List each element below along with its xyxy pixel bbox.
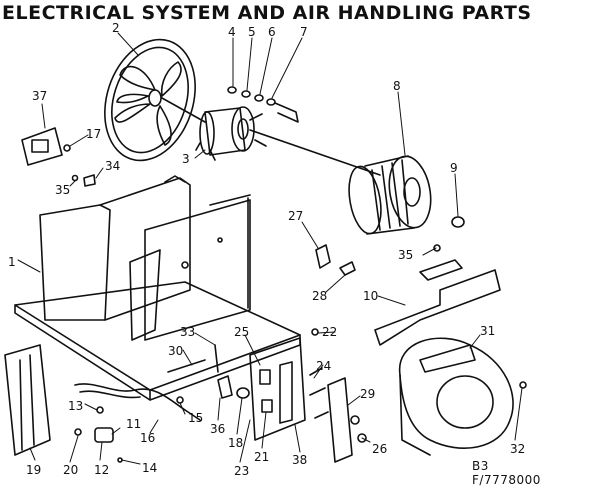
reference-number: F/7778000 [472, 473, 541, 487]
callout-label: 29 [360, 387, 375, 401]
fan-blade-part [104, 38, 196, 162]
callout-label: 19 [26, 463, 41, 477]
callout-label: 32 [510, 442, 525, 456]
callout-label: 20 [63, 463, 78, 477]
chassis-base-part [14, 175, 301, 401]
screw-part [519, 381, 527, 389]
callout-label: 14 [142, 461, 157, 475]
callout-label: 34 [105, 159, 120, 173]
callout-label: 28 [312, 289, 327, 303]
callout-label: 22 [322, 325, 337, 339]
callout-label: 26 [372, 442, 387, 456]
callout-label: 35 [398, 248, 413, 262]
scroll-plate-part [374, 259, 501, 346]
callout-label: 10 [363, 289, 378, 303]
callout-label: 7 [300, 25, 308, 39]
leader-lines [17, 32, 523, 465]
callout-label: 13 [68, 399, 83, 413]
callout-label: 16 [140, 431, 155, 445]
callout-label: 1 [8, 255, 16, 269]
nut-part [451, 216, 465, 228]
callout-label: 6 [268, 25, 276, 39]
callout-label: 37 [32, 89, 47, 103]
callout-label: 36 [210, 422, 225, 436]
callout-label: 15 [188, 411, 203, 425]
callout-label: 8 [393, 79, 401, 93]
side-bracket-part [327, 377, 367, 463]
callout-label: 12 [94, 463, 109, 477]
control-panel-part [167, 337, 329, 441]
blower-housing-part [399, 337, 514, 456]
washers-and-nuts [227, 86, 299, 123]
motor-part [161, 97, 381, 176]
blower-wheel-part [348, 155, 432, 235]
callout-label: 4 [228, 25, 236, 39]
callout-label: 9 [450, 161, 458, 175]
diagram-title: ELECTRICAL SYSTEM AND AIR HANDLING PARTS [2, 2, 532, 24]
callout-label: 17 [86, 127, 101, 141]
callout-label: 24 [316, 359, 331, 373]
callout-label: 11 [126, 417, 141, 431]
callout-label: 33 [180, 325, 195, 339]
reference-page: B3 [472, 459, 489, 473]
callout-label: 5 [248, 25, 256, 39]
callout-label: 38 [292, 453, 307, 467]
callout-label: 21 [254, 450, 269, 464]
callout-label: 2 [112, 21, 120, 35]
control-bracket-part [21, 127, 96, 187]
end-cap-part [4, 344, 51, 456]
callout-label: 35 [55, 183, 70, 197]
callout-label: 18 [228, 436, 243, 450]
callout-label: 3 [182, 152, 190, 166]
callout-label: 25 [234, 325, 249, 339]
relay-part [315, 244, 441, 276]
callout-label: 23 [234, 464, 249, 478]
callout-label: 31 [480, 324, 495, 338]
callout-label: 30 [168, 344, 183, 358]
screw-part [311, 328, 319, 336]
callout-label: 27 [288, 209, 303, 223]
